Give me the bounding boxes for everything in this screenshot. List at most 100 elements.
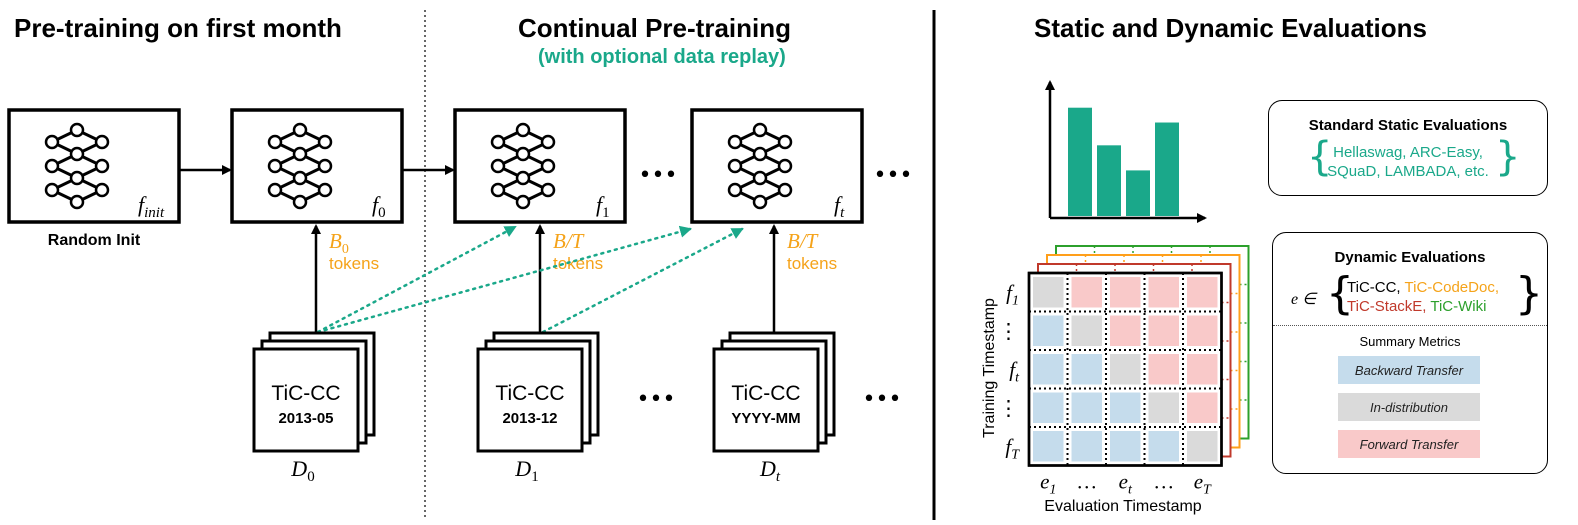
matrix-cell: [1187, 392, 1218, 423]
dynamic-divider: [1273, 325, 1547, 326]
matrix-col-label: eT: [1194, 470, 1212, 498]
static-brace-left: {: [1307, 134, 1333, 180]
matrix-col-label: e1: [1040, 470, 1056, 498]
ellipsis-data-2: •••: [863, 387, 902, 412]
matrix-ylabel: Training Timestamp: [981, 298, 998, 438]
matrix-cell: [1110, 277, 1141, 308]
forward-transfer-pill: Forward Transfer: [1338, 430, 1480, 458]
svg-text:D1: D1: [514, 456, 538, 485]
matrix-cell: [1110, 354, 1141, 385]
svg-text:ft: ft: [834, 192, 845, 221]
replay-arrow-d0-f1: [316, 225, 517, 334]
heading-evaluations: Static and Dynamic Evaluations: [1034, 13, 1428, 43]
data-stack-d0: TiC-CC 2013-05 D0: [252, 331, 376, 485]
matrix-cell: [1148, 354, 1179, 385]
matrix-cell: [1033, 392, 1064, 423]
ellipsis-models-2: •••: [874, 163, 913, 188]
matrix-cell: [1033, 315, 1064, 346]
svg-text:2013-12: 2013-12: [502, 410, 557, 427]
model-1-subscript: 1: [602, 205, 610, 221]
tokens-label-t: tokens: [787, 254, 837, 273]
model-box-1: f1: [453, 108, 627, 224]
model-box-t: ft: [690, 108, 864, 224]
ellipsis-models-1: •••: [639, 163, 678, 188]
svg-text:TiC-CC: TiC-CC: [271, 382, 340, 405]
matrix-cell: [1110, 315, 1141, 346]
backward-transfer-pill: Backward Transfer: [1338, 356, 1480, 384]
data-stack-d1: TiC-CC 2013-12 D1: [476, 331, 600, 485]
bar-icon-bar: [1126, 170, 1150, 216]
model-init-subscript: init: [144, 205, 165, 221]
matrix-col-label: …: [1076, 470, 1097, 494]
tokens-label-0: tokens: [329, 254, 379, 273]
svg-text:TiC-CC: TiC-CC: [731, 382, 800, 405]
replay-arrow-d0-ft: [316, 225, 692, 334]
dynamic-brace-left: {: [1326, 268, 1354, 319]
heading-continual: Continual Pre-training: [518, 13, 791, 43]
dynamic-brace-right: }: [1515, 268, 1543, 319]
bar-icon-bar: [1155, 122, 1179, 216]
svg-text:2013-05: 2013-05: [278, 410, 333, 427]
static-brace-right: }: [1495, 134, 1521, 180]
static-evaluations-box: Standard Static Evaluations { } Hellaswa…: [1268, 100, 1548, 196]
model-t-subscript: t: [840, 205, 845, 221]
dynamic-item-tic-stacke: TiC-StackE,: [1347, 298, 1427, 315]
matrix-cell: [1110, 392, 1141, 423]
svg-text:Dt: Dt: [759, 456, 781, 485]
matrix-row-label: f1: [1006, 280, 1019, 308]
matrix-xlabel: Evaluation Timestamp: [1044, 498, 1202, 515]
dynamic-item-tic-wiki: TiC-Wiki: [1430, 298, 1487, 315]
model-box-0: f0: [230, 108, 404, 224]
matrix-cell: [1187, 431, 1218, 462]
static-evaluations-line2: SQuaD, LAMBADA, etc.: [1327, 163, 1489, 180]
matrix-cell: [1187, 277, 1218, 308]
matrix-front-layer: [1027, 271, 1223, 467]
dynamic-item-tic-cc: TiC-CC,: [1347, 279, 1401, 296]
svg-text:TiC-CC: TiC-CC: [495, 382, 564, 405]
dynamic-evaluations-box: Dynamic Evaluations e ∈ { } TiC-CC, TiC-…: [1272, 232, 1548, 474]
data-stack-dt: TiC-CC YYYY-MM Dt: [712, 331, 836, 485]
in-distribution-pill: In-distribution: [1338, 393, 1480, 421]
matrix-cell: [1187, 354, 1218, 385]
tokens-label-1: tokens: [553, 254, 603, 273]
dynamic-evaluations-title: Dynamic Evaluations: [1334, 249, 1486, 266]
model-0-subscript: 0: [378, 205, 386, 221]
heading-continual-subtitle: (with optional data replay): [538, 46, 786, 68]
matrix-cell: [1071, 354, 1102, 385]
dynamic-e-in: e ∈: [1291, 291, 1317, 308]
matrix-row-label: fT: [1005, 434, 1020, 462]
matrix-cell: [1071, 392, 1102, 423]
matrix-col-label: …: [1153, 470, 1174, 494]
bt-label-t: B/T: [787, 229, 819, 253]
matrix-cell: [1187, 315, 1218, 346]
replay-arrow-d1-ft: [541, 227, 744, 334]
random-init-label: Random Init: [48, 232, 141, 249]
svg-text:YYYY-MM: YYYY-MM: [731, 410, 800, 427]
matrix-cell: [1033, 431, 1064, 462]
ellipsis-data-1: •••: [637, 387, 676, 412]
matrix-cell: [1033, 277, 1064, 308]
matrix-cell: [1071, 315, 1102, 346]
matrix-row-label: ⋮: [998, 396, 1019, 420]
dynamic-item-tic-codedoc: TiC-CodeDoc,: [1404, 279, 1499, 296]
bar-icon-bar: [1097, 145, 1121, 216]
matrix-cell: [1148, 315, 1179, 346]
static-evaluations-line1: Hellaswag, ARC-Easy,: [1333, 144, 1483, 161]
svg-text:D0: D0: [290, 456, 314, 485]
b0-label: B0: [329, 229, 349, 257]
matrix-cell: [1071, 277, 1102, 308]
summary-metrics-label: Summary Metrics: [1359, 334, 1461, 349]
matrix-col-label: et: [1119, 470, 1133, 498]
heading-pretraining: Pre-training on first month: [14, 13, 342, 43]
matrix-cell: [1033, 354, 1064, 385]
static-evaluations-title: Standard Static Evaluations: [1308, 117, 1508, 134]
matrix-row-label: ft: [1009, 357, 1020, 385]
model-box-init: finit: [7, 108, 181, 224]
bar-chart-icon: [1045, 80, 1207, 223]
matrix-cell: [1148, 431, 1179, 462]
bar-icon-bar: [1068, 107, 1092, 216]
bt-label-1: B/T: [553, 229, 585, 253]
matrix-cell: [1110, 431, 1141, 462]
